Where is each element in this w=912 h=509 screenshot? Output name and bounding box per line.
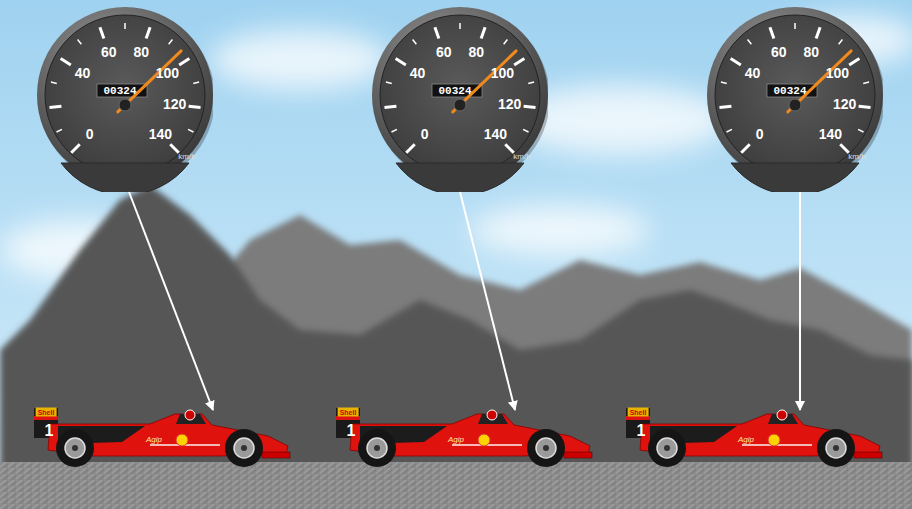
dial-number: 80 <box>468 45 484 59</box>
road-gravel <box>0 462 912 509</box>
odometer-reading: 00324 <box>103 86 136 97</box>
dial-number: 120 <box>163 97 186 111</box>
race-car: Shell 1Agip <box>622 398 884 468</box>
dial-number: 140 <box>149 127 172 141</box>
speedometer-dial: 0 40 60 80 100 120 140 km/h 00324 <box>372 0 548 192</box>
dial-number: 100 <box>491 66 514 80</box>
pointer-arrow <box>799 192 801 410</box>
dial-number: 40 <box>75 66 91 80</box>
dial-number: 140 <box>484 127 507 141</box>
dial-number: 80 <box>803 45 819 59</box>
pointer-arrow <box>460 192 515 410</box>
sponsor-logo: Shell <box>628 408 649 417</box>
race-car-illustration <box>30 398 292 468</box>
sponsor-logo: Agip <box>146 436 162 444</box>
sponsor-logo: Shell <box>36 408 57 417</box>
dial-number: 100 <box>826 66 849 80</box>
speedometer-dial: 0 40 60 80 100 120 140 km/h 00324 <box>37 0 213 192</box>
unit-label: km/h <box>848 153 865 161</box>
race-car: Shell 1Agip <box>30 398 292 468</box>
dial-number: 140 <box>819 127 842 141</box>
odometer-reading: 00324 <box>773 86 806 97</box>
race-car-illustration <box>622 398 884 468</box>
car-number: 1 <box>347 423 356 439</box>
pointer-arrow <box>129 192 213 410</box>
dial-number: 120 <box>498 97 521 111</box>
dial-number: 0 <box>86 127 94 141</box>
speedometer-dial: 0 40 60 80 100 120 140 km/h 00324 <box>707 0 883 192</box>
dial-number: 0 <box>756 127 764 141</box>
car-number: 1 <box>45 423 54 439</box>
dial-number: 60 <box>771 45 787 59</box>
unit-label: km/h <box>513 153 530 161</box>
dial-number: 0 <box>421 127 429 141</box>
dial-number: 40 <box>745 66 761 80</box>
dial-number: 60 <box>436 45 452 59</box>
dial-number: 100 <box>156 66 179 80</box>
near-mountains <box>0 185 912 470</box>
car-number: 1 <box>637 423 646 439</box>
dial-number: 40 <box>410 66 426 80</box>
race-car: Shell 1Agip <box>332 398 594 468</box>
odometer-reading: 00324 <box>438 86 471 97</box>
dial-number: 60 <box>101 45 117 59</box>
dial-number: 80 <box>133 45 149 59</box>
sponsor-logo: Shell <box>338 408 359 417</box>
race-car-illustration <box>332 398 594 468</box>
dial-number: 120 <box>833 97 856 111</box>
sponsor-logo: Agip <box>448 436 464 444</box>
sponsor-logo: Agip <box>738 436 754 444</box>
unit-label: km/h <box>178 153 195 161</box>
